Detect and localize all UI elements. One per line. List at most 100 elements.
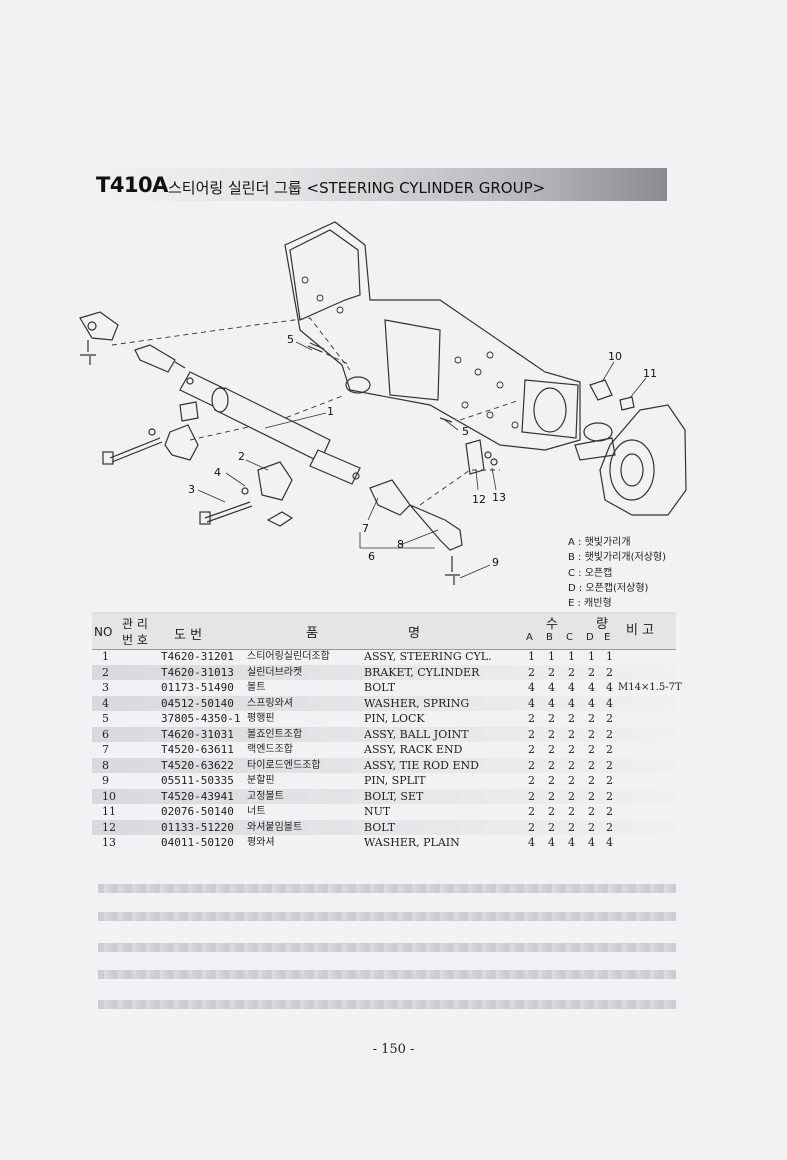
qty-e: 2 — [606, 743, 613, 756]
header-remark: 비 고 — [626, 623, 655, 638]
part-number: T4620-31031 — [161, 727, 234, 741]
part-name-korean: 랙엔드조합 — [247, 744, 293, 755]
qty-c: 4 — [568, 681, 575, 694]
qty-a: 4 — [528, 836, 535, 849]
qty-c: 2 — [568, 712, 575, 725]
callout-6: 6 — [368, 550, 375, 563]
row-no: 1 — [102, 650, 109, 663]
qty-e: 1 — [606, 650, 613, 663]
part-name-english: PIN, LOCK — [364, 712, 425, 725]
qty-d: 2 — [588, 727, 595, 741]
part-name-korean: 실린더브라켓 — [247, 666, 303, 678]
part-number: 04011-50120 — [161, 836, 234, 849]
part-number: T4620-31013 — [161, 665, 234, 679]
qty-b: 2 — [548, 665, 555, 679]
callout-10: 10 — [608, 350, 622, 363]
part-name-korean: 타이로드엔드조합 — [247, 759, 321, 771]
part-number: T4520-63622 — [161, 758, 234, 772]
qty-e: 2 — [606, 805, 613, 818]
qty-d: 2 — [588, 743, 595, 756]
blank-row — [98, 943, 676, 952]
legend-item: A : 햇빛가리개 — [568, 537, 631, 548]
qty-a: 2 — [528, 805, 535, 818]
qty-a: 2 — [528, 712, 535, 725]
part-name-korean: 너트 — [247, 806, 266, 817]
part-number: 01173-51490 — [161, 681, 234, 694]
part-name-korean: 분할핀 — [247, 775, 275, 786]
callout-3: 3 — [188, 483, 195, 496]
row-no: 4 — [102, 696, 109, 710]
steering-cylinder — [179, 371, 361, 485]
qty-e: 4 — [606, 696, 613, 710]
part-name-english: BOLT — [364, 820, 396, 834]
qty-e: 2 — [606, 789, 613, 803]
row-no: 11 — [102, 805, 116, 818]
part-name-english: ASSY, BALL JOINT — [364, 727, 469, 741]
qty-b: 2 — [548, 743, 555, 756]
part-name-english: NUT — [364, 805, 391, 818]
qty-d: 2 — [588, 758, 595, 772]
blank-row — [98, 970, 676, 979]
row-no: 9 — [102, 774, 109, 787]
qty-c: 2 — [568, 758, 575, 772]
exploded-parts-diagram: 5 1 2 3 4 5 6 7 8 9 10 11 12 13 — [79, 221, 687, 585]
qty-b: 1 — [548, 650, 555, 663]
qty-e: 2 — [606, 727, 613, 741]
qty-c: 4 — [568, 696, 575, 710]
legend-item: B : 햇빛가리개(저상형) — [568, 552, 666, 564]
qty-b: 2 — [548, 789, 555, 803]
legend-item: D : 오픈캡(저상형) — [568, 582, 649, 594]
qty-a: 4 — [528, 681, 535, 694]
header-qty-col-b: B — [546, 632, 553, 643]
header-qty-col-d: D — [586, 632, 594, 643]
part-name-english: WASHER, SPRING — [364, 696, 470, 710]
part-name-english: ASSY, RACK END — [364, 743, 463, 756]
row-no: 12 — [102, 820, 116, 834]
callout-5b: 5 — [462, 425, 469, 438]
qty-d: 4 — [588, 836, 595, 849]
qty-b: 2 — [548, 712, 555, 725]
steering-knuckle — [574, 404, 687, 516]
qty-c: 4 — [568, 836, 575, 849]
qty-c: 2 — [568, 805, 575, 818]
qty-b: 2 — [548, 805, 555, 818]
header-drawing-no: 도 번 — [174, 628, 203, 643]
part-name-korean: 평와셔 — [247, 837, 275, 848]
qty-d: 1 — [588, 650, 595, 663]
header-qty-col-c: C — [566, 632, 573, 643]
part-number: T4620-31201 — [161, 650, 234, 663]
qty-d: 2 — [588, 789, 595, 803]
qty-b: 4 — [548, 696, 555, 710]
section-title: 스티어링 실린더 그룹 <STEERING CYLINDER GROUP> — [168, 179, 546, 197]
part-name-english: BOLT, SET — [364, 789, 424, 803]
qty-e: 4 — [606, 836, 613, 849]
part-name-korean: 볼죠인트조합 — [247, 728, 303, 740]
callout-13: 13 — [492, 491, 506, 504]
row-no: 6 — [102, 727, 109, 741]
qty-c: 2 — [568, 789, 575, 803]
callout-2: 2 — [238, 450, 245, 463]
part-number: 02076-50140 — [161, 805, 234, 818]
header-qty-col-a: A — [526, 632, 533, 643]
qty-a: 2 — [528, 727, 535, 741]
qty-b: 2 — [548, 774, 555, 787]
blank-row — [98, 912, 676, 921]
qty-c: 1 — [568, 650, 575, 663]
parts-table-header: NO 관 리 번 호 도 번 품 명 수 량 A B C D E 비 고 — [92, 612, 676, 650]
qty-a: 2 — [528, 665, 535, 679]
remark: M14×1.5-7T — [618, 682, 682, 693]
callout-7: 7 — [362, 522, 369, 535]
axle-housing — [284, 221, 581, 451]
housing-fasteners — [307, 342, 635, 475]
qty-d: 4 — [588, 696, 595, 710]
qty-d: 2 — [588, 665, 595, 679]
part-name-korean: 평행핀 — [247, 713, 275, 724]
